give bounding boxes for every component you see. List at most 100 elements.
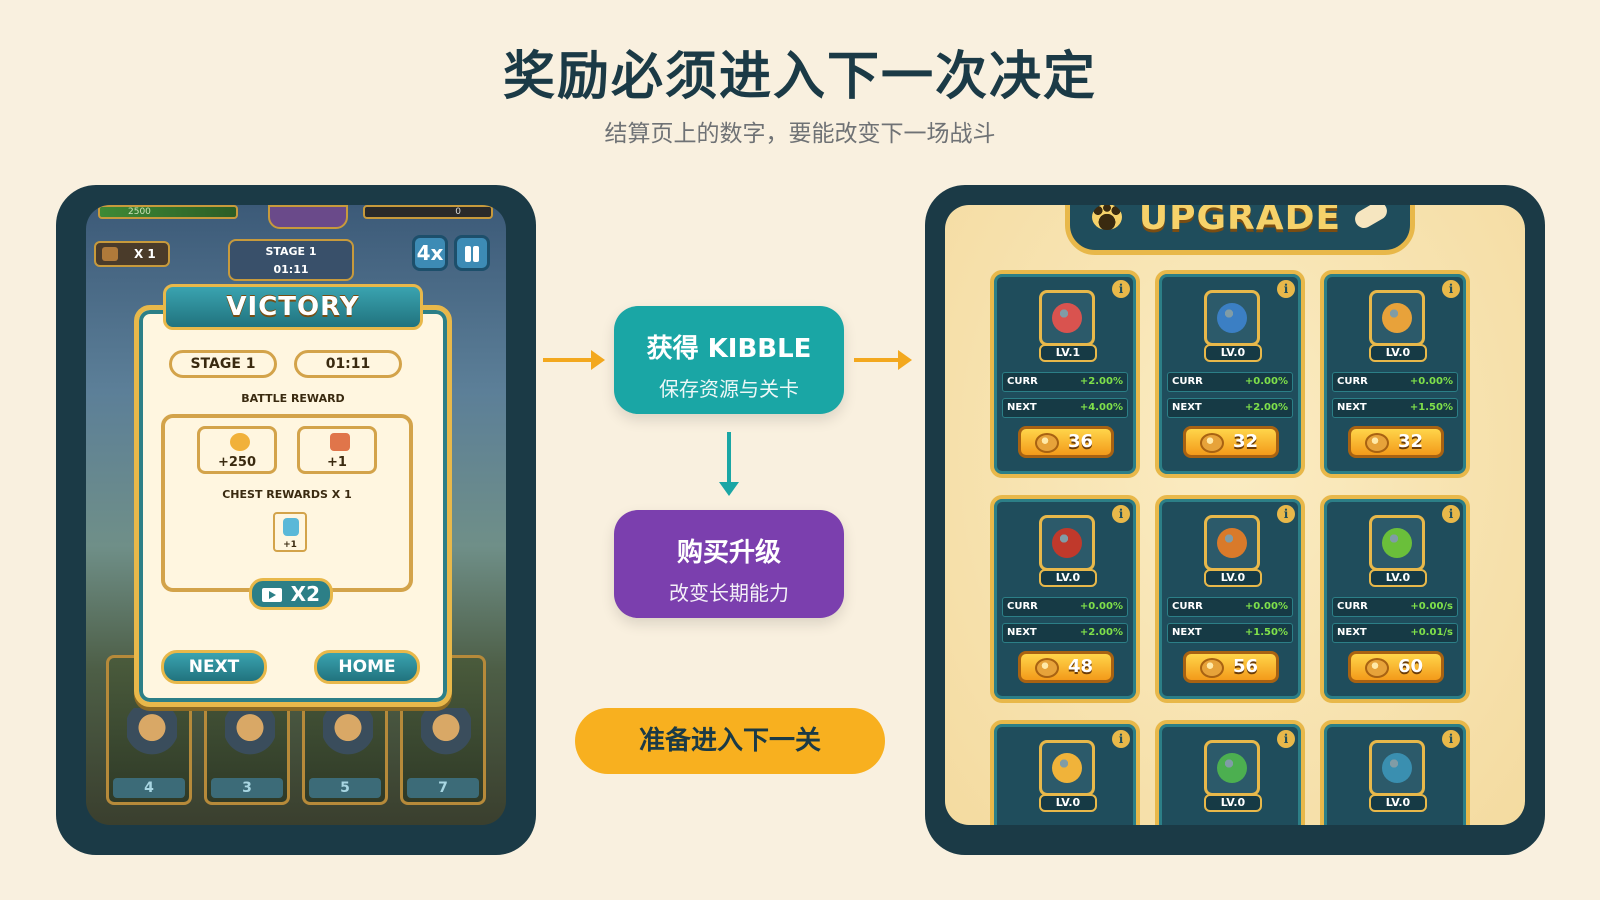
next-stat-label: NEXT (1172, 402, 1202, 413)
flow-step-earn-subtitle: 保存资源与关卡 (659, 377, 799, 401)
kibble-icon (1035, 658, 1059, 678)
stage-label: STAGE 1 (265, 245, 317, 258)
upgrade-emblem-icon (1052, 753, 1082, 783)
upgrade-level: LV.1 (1039, 344, 1097, 362)
upgrade-cost-button[interactable]: 32 (1183, 426, 1279, 458)
next-stat-value: +1.50% (1409, 402, 1453, 413)
kibble-reward-amount: +250 (217, 455, 257, 470)
next-stat-value: +1.50% (1244, 627, 1288, 638)
next-stat-label: NEXT (1337, 402, 1367, 413)
double-reward-button[interactable]: X2 (249, 578, 333, 610)
info-icon[interactable]: i (1442, 730, 1460, 748)
result-stage: STAGE 1 (169, 350, 277, 378)
upgrade-cost: 36 (1067, 431, 1093, 452)
next-stat-value: +4.00% (1079, 402, 1123, 413)
upgrade-emblem-icon (1217, 303, 1247, 333)
upgrade-emblem-icon (1217, 753, 1247, 783)
arrow-down-icon (719, 432, 739, 496)
food-bowl-icon (330, 433, 350, 451)
arrow-right-icon (543, 350, 605, 370)
current-stat-value: +0.00% (1244, 376, 1288, 387)
paw-icon (1092, 205, 1122, 230)
info-icon[interactable]: i (1112, 280, 1130, 298)
reward-box: +250 +1 CHEST REWARDS X 1 +1 X2 (161, 414, 413, 610)
upgrade-emblem-icon (1052, 303, 1082, 333)
stage-indicator: STAGE 1 01:11 (228, 239, 354, 281)
current-stat-label: CURR (1172, 376, 1203, 387)
chest-count-label: X 1 (134, 247, 156, 261)
flow-step-upgrade-subtitle: 改变长期能力 (669, 581, 789, 605)
double-reward-label: X2 (290, 582, 320, 606)
home-button[interactable]: HOME (314, 650, 420, 684)
upgrade-cost-button[interactable]: 36 (1018, 426, 1114, 458)
hero-energy: 5 (309, 778, 381, 798)
upgrade-cost-button[interactable]: 60 (1348, 651, 1444, 683)
upgrade-art (1369, 515, 1425, 571)
upgrade-emblem-icon (1382, 303, 1412, 333)
flow-step-upgrade-title: 购买升级 (676, 538, 781, 568)
info-icon[interactable]: i (1277, 280, 1295, 298)
kibble-icon (1365, 433, 1389, 453)
upgrade-level: LV.0 (1204, 794, 1262, 812)
victory-screen: 2500 0 X 1 STAGE 1 01:11 4x 4 3 5 7 VICT… (86, 205, 506, 825)
info-icon[interactable]: i (1277, 730, 1295, 748)
next-stat-label: NEXT (1007, 402, 1037, 413)
upgrade-cost-button[interactable]: 32 (1348, 426, 1444, 458)
upgrade-level: LV.0 (1039, 569, 1097, 587)
upgrade-cost: 48 (1067, 656, 1093, 677)
info-icon[interactable]: i (1442, 280, 1460, 298)
upgrade-level: LV.0 (1369, 794, 1427, 812)
victory-dialog: VICTORY STAGE 1 01:11 BATTLE REWARD +250… (134, 284, 452, 707)
current-stat-label: CURR (1007, 376, 1038, 387)
upgrade-cost-button[interactable]: 56 (1183, 651, 1279, 683)
current-stat-value: +0.00% (1409, 376, 1453, 387)
upgrade-emblem-icon (1382, 753, 1412, 783)
info-icon[interactable]: i (1442, 505, 1460, 523)
next-stat: NEXT+2.00% (1167, 398, 1293, 418)
kibble-icon (1200, 433, 1224, 453)
info-icon[interactable]: i (1277, 505, 1295, 523)
pause-button[interactable] (454, 235, 490, 271)
info-icon[interactable]: i (1112, 730, 1130, 748)
current-stat: CURR+0.00% (1002, 597, 1128, 617)
corgi-hero-icon (323, 708, 373, 764)
next-stat-label: NEXT (1172, 627, 1202, 638)
stage-timer: 01:11 (273, 263, 309, 276)
next-button[interactable]: NEXT (161, 650, 267, 684)
upgrade-cost-button[interactable]: 48 (1018, 651, 1114, 683)
top-hud: 2500 0 (98, 205, 494, 229)
current-stat-label: CURR (1007, 601, 1038, 612)
item-reward-amount: +1 (327, 455, 347, 470)
upgrade-title: UPGRADE (1138, 205, 1342, 238)
item-reward: +1 (297, 426, 377, 474)
upgrade-cost: 32 (1232, 431, 1258, 452)
next-stat: NEXT +1.50% (1167, 623, 1293, 643)
upgrade-level: LV.0 (1204, 344, 1262, 362)
kibble-icon (230, 433, 250, 451)
info-icon[interactable]: i (1112, 505, 1130, 523)
result-time: 01:11 (294, 350, 402, 378)
page-title: 奖励必须进入下一次决定 (502, 47, 1097, 107)
upgrade-art (1039, 290, 1095, 346)
current-stat-value: +0.00/s (1410, 601, 1453, 612)
current-stat-label: CURR (1337, 376, 1368, 387)
upgrade-art (1369, 290, 1425, 346)
chest-reward-item: +1 (273, 512, 307, 552)
speed-button[interactable]: 4x (412, 235, 448, 271)
chest-reward-amount: +1 (283, 540, 297, 550)
upgrade-level: LV.0 (1369, 344, 1427, 362)
upgrade-emblem-icon (1217, 528, 1247, 558)
current-stat: CURR+0.00% (1167, 597, 1293, 617)
flow-step-upgrade: 购买升级 改变长期能力 (614, 510, 844, 618)
upgrade-art (1204, 515, 1260, 571)
next-stat: NEXT +1.50% (1332, 398, 1458, 418)
